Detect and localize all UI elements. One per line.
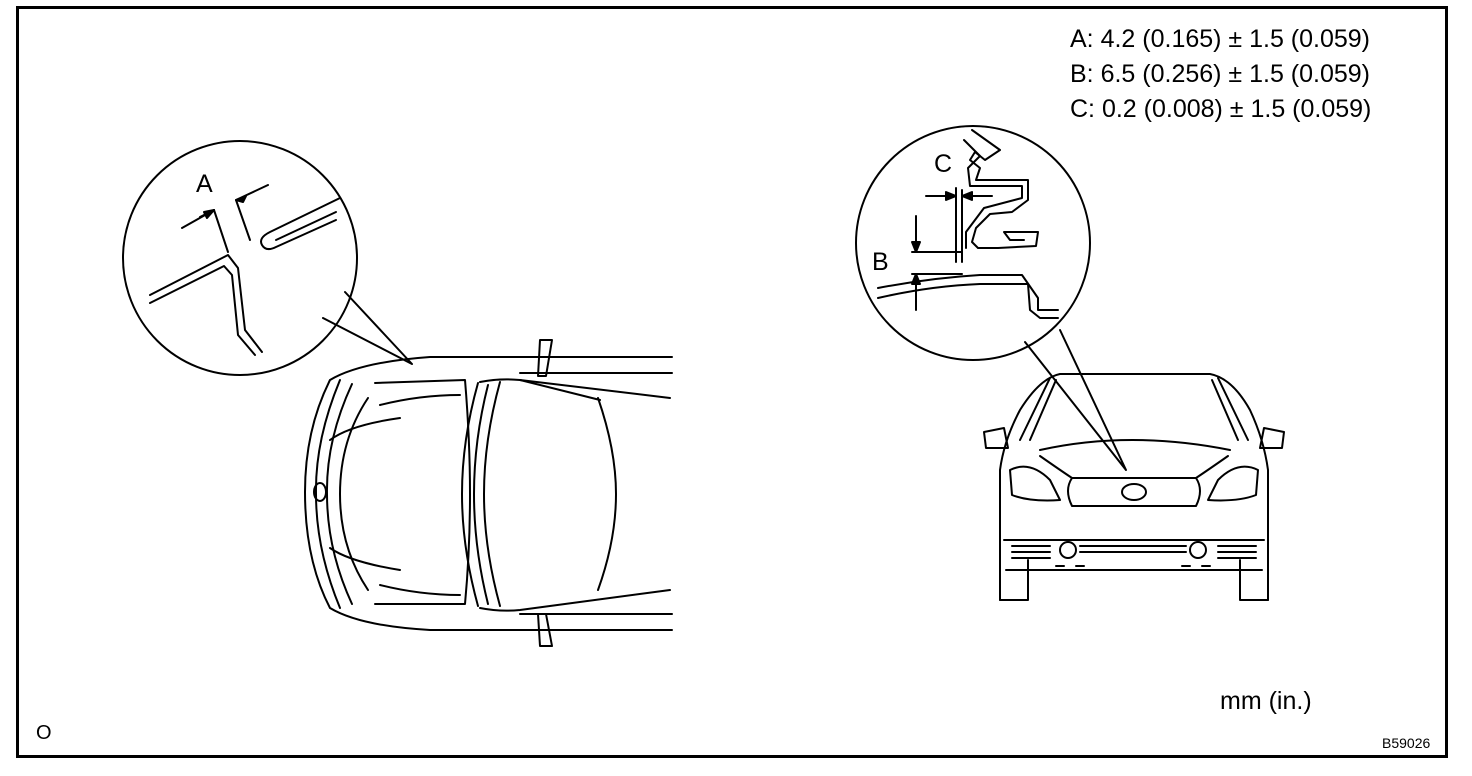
spec-c: C: 0.2 (0.008) ± 1.5 (0.059) — [1070, 95, 1372, 123]
figure-id: B59026 — [1382, 735, 1431, 751]
vehicle-front-view — [983, 373, 1285, 601]
callout-label-c: C — [934, 150, 953, 178]
callout-label-b: B — [872, 248, 889, 276]
diagram-frame — [16, 6, 1448, 758]
callout-label-a: A — [196, 170, 213, 198]
spec-a: A: 4.2 (0.165) ± 1.5 (0.059) — [1070, 25, 1370, 53]
detail-circle-bc — [855, 125, 1127, 471]
spec-b: B: 6.5 (0.256) ± 1.5 (0.059) — [1070, 60, 1370, 88]
unit-label: mm (in.) — [1220, 687, 1312, 715]
vehicle-top-view — [304, 339, 673, 647]
detail-circle-a — [122, 140, 413, 376]
corner-mark: O — [36, 722, 52, 744]
specification-legend: A: 4.2 (0.165) ± 1.5 (0.059) B: 6.5 (0.2… — [1070, 22, 1371, 127]
